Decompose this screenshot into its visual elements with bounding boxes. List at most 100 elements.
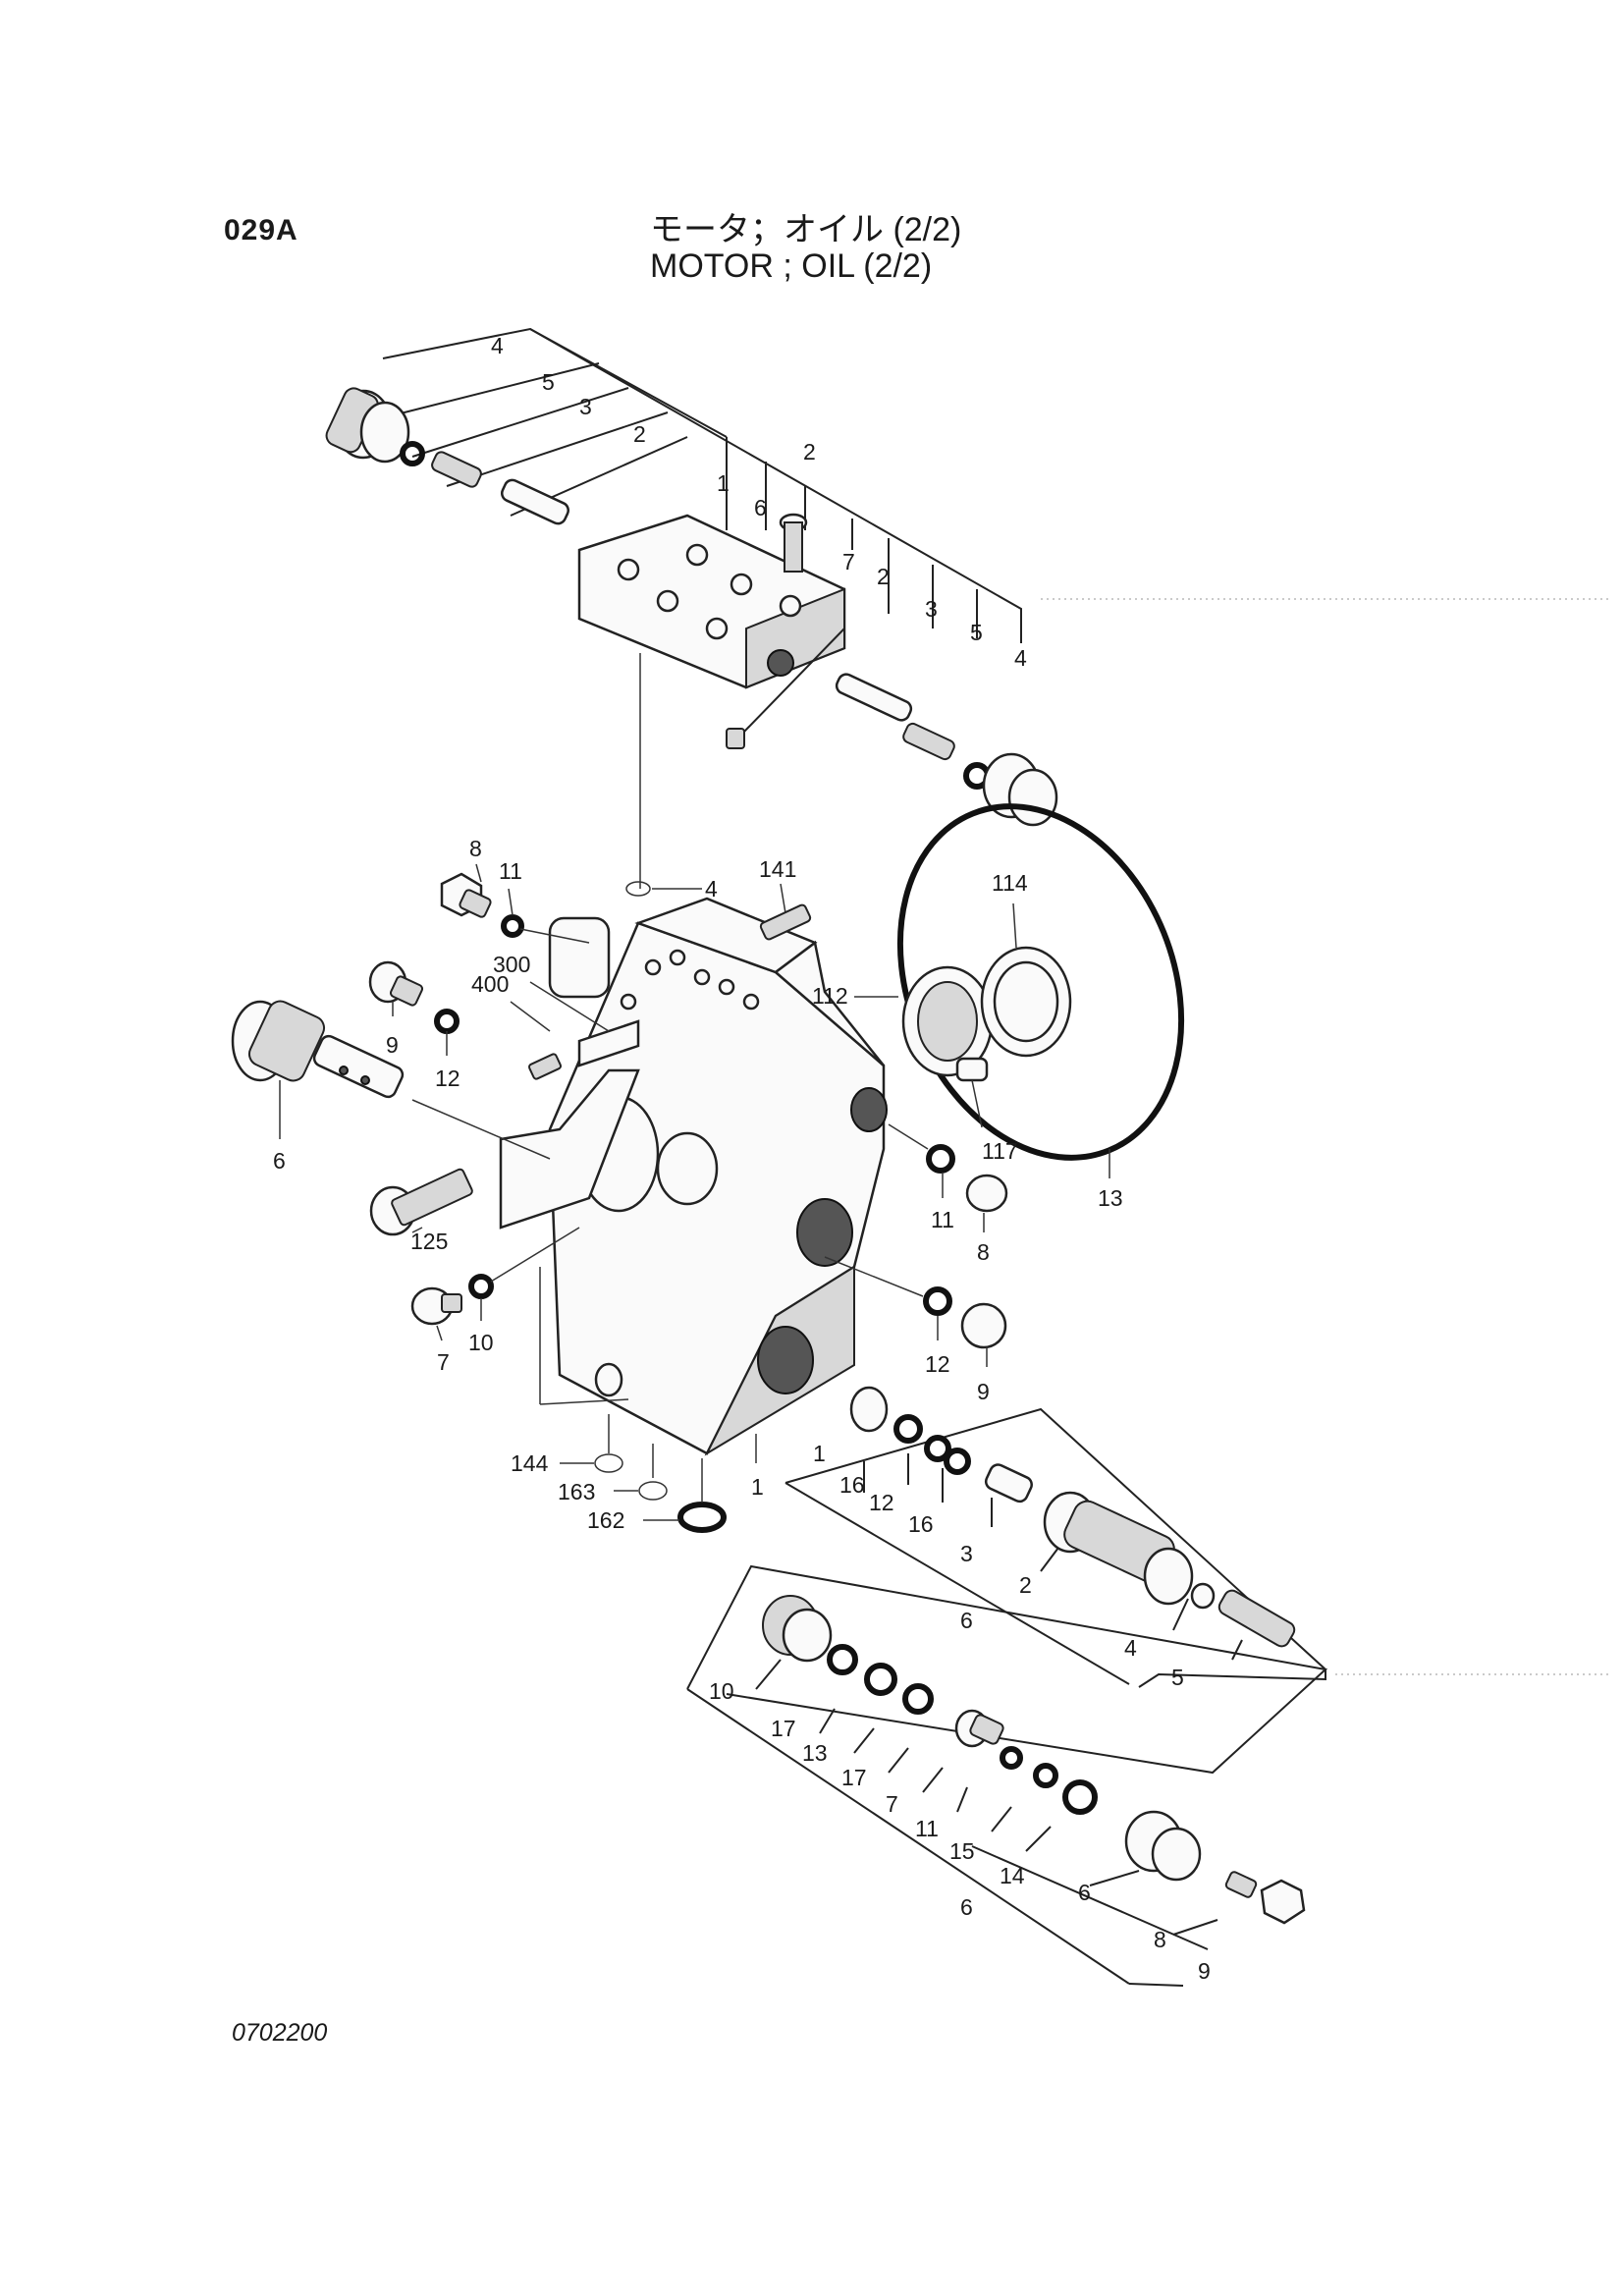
o-ring-icon — [468, 1274, 494, 1299]
lock-nut-icon — [1260, 1879, 1306, 1925]
callout-label: 6 — [960, 1608, 973, 1633]
callout-label: 16 — [908, 1511, 934, 1537]
document-number: 0702200 — [232, 2019, 328, 2047]
callout-label: 11 — [499, 858, 522, 884]
callout-label: 6 — [960, 1894, 973, 1920]
spring-icon — [902, 722, 955, 761]
valve-poppet-icon — [1190, 1582, 1216, 1610]
motor-housing-icon — [548, 897, 888, 1456]
top-callout-tree — [382, 327, 1022, 643]
callout-label: 125 — [410, 1229, 448, 1254]
adjust-screw-icon — [1224, 1871, 1258, 1898]
callout-label: 4 — [1014, 645, 1027, 671]
plug-icon — [410, 1286, 462, 1326]
small-o-ring-icon — [625, 881, 651, 897]
spring-icon — [431, 451, 482, 488]
callout-label: 7 — [842, 549, 855, 574]
adjuster-plug-icon — [1124, 1810, 1202, 1882]
plug-icon — [965, 1174, 1008, 1213]
seal-ring-icon — [902, 1683, 934, 1715]
callout-label: 11 — [915, 1816, 939, 1841]
callout-label: 163 — [558, 1479, 595, 1504]
callout-label: 2 — [1019, 1572, 1032, 1598]
cap-icon — [762, 1595, 833, 1663]
callout-label: 2 — [633, 421, 646, 447]
callout-label: 6 — [273, 1148, 286, 1174]
callout-label: 13 — [802, 1740, 828, 1766]
spring-icon — [1217, 1589, 1296, 1648]
valve-poppet-icon — [501, 478, 569, 525]
callout-label: 4 — [705, 876, 718, 902]
spool-icon — [1043, 1491, 1194, 1606]
o-ring-icon — [501, 914, 524, 938]
plug-icon — [960, 1302, 1007, 1349]
callout-label: 8 — [1154, 1927, 1166, 1952]
plug-icon — [440, 872, 492, 918]
seal-ring-icon — [827, 1644, 858, 1675]
callout-label: 5 — [1171, 1665, 1184, 1690]
piston-icon — [954, 1709, 1004, 1748]
callout-label: 13 — [1098, 1185, 1123, 1211]
seal-ring-icon — [1033, 1763, 1058, 1788]
o-ring-icon — [1000, 1746, 1023, 1770]
callout-label: 12 — [869, 1490, 894, 1515]
o-ring-icon — [400, 441, 425, 466]
callout-label: 8 — [977, 1239, 990, 1265]
seal-ring-icon — [893, 1414, 923, 1444]
valve-block-icon — [577, 514, 846, 689]
callout-label: 8 — [469, 836, 482, 861]
callout-label: 114 — [992, 870, 1028, 896]
callout-label: 3 — [925, 596, 938, 622]
callout-label: 3 — [960, 1541, 973, 1566]
o-ring-icon — [1062, 1779, 1098, 1815]
valve-poppet-icon — [984, 1463, 1033, 1503]
callout-label: 12 — [435, 1066, 460, 1091]
callout-label: 5 — [970, 620, 983, 645]
dowel-pin-icon — [955, 1057, 989, 1082]
plug-icon — [325, 387, 410, 464]
callout-label: 17 — [771, 1716, 796, 1741]
callout-label: 117 — [982, 1138, 1018, 1164]
o-ring-icon — [864, 1663, 897, 1696]
nameplate-icon — [577, 1019, 640, 1067]
callout-label: 1 — [717, 470, 730, 496]
callout-label: 2 — [803, 439, 816, 465]
bearing-icon — [901, 965, 994, 1077]
callout-label: 7 — [886, 1791, 898, 1817]
callout-label: 2 — [877, 564, 890, 589]
callout-label: 141 — [759, 856, 796, 882]
set-screw-icon — [528, 1053, 562, 1080]
callout-label: 15 — [949, 1838, 975, 1864]
seal-ring-icon — [980, 946, 1072, 1058]
o-ring-icon — [434, 1009, 460, 1034]
plug-icon — [849, 1386, 889, 1433]
seal-ring-icon — [944, 1448, 971, 1475]
callout-label: 7 — [437, 1349, 450, 1375]
cap-screw-icon — [369, 1168, 473, 1236]
callout-label: 9 — [977, 1379, 990, 1404]
callout-label: 17 — [841, 1765, 867, 1790]
lower-callout-tree-1 — [784, 1407, 1326, 1688]
callout-label: 6 — [1078, 1880, 1091, 1905]
callout-label: 162 — [587, 1507, 624, 1533]
callout-label: 10 — [468, 1330, 494, 1355]
callout-label: 1 — [751, 1474, 764, 1500]
callout-label: 9 — [386, 1032, 399, 1058]
callout-label: 400 — [471, 971, 509, 997]
callout-label: 14 — [1000, 1863, 1025, 1888]
callout-label: 4 — [491, 333, 504, 358]
lower-callout-tree-2 — [686, 1564, 1328, 1987]
spool-icon — [231, 1000, 405, 1099]
plug-icon — [368, 960, 424, 1007]
callout-label: 112 — [812, 983, 848, 1009]
callout-label: 6 — [754, 495, 767, 520]
cap-screw-icon — [779, 513, 808, 573]
callout-label: 4 — [1124, 1635, 1137, 1661]
callout-label: 3 — [579, 394, 592, 419]
callout-label: 5 — [542, 369, 555, 395]
o-ring-icon — [924, 1435, 951, 1462]
valve-poppet-icon — [835, 673, 913, 722]
callout-label: 9 — [1198, 1958, 1211, 1984]
